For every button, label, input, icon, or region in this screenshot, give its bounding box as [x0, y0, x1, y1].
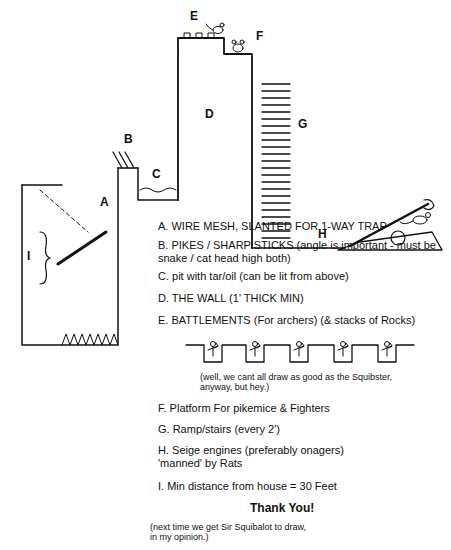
callout-letter: D [205, 108, 214, 122]
stair-step [262, 174, 290, 175]
stair-step [262, 111, 290, 112]
stair-step [262, 146, 290, 147]
stair-step [262, 83, 290, 84]
callout-letter: G [298, 118, 307, 132]
mouse-on-wall [206, 24, 213, 30]
stair-step [262, 167, 290, 168]
callout-letter: B [124, 133, 133, 147]
archer [208, 342, 218, 357]
note: A. WIRE MESH, SLANTED FOR 1-WAY TRAP [158, 220, 443, 233]
mouse-on-platform [232, 40, 244, 52]
archer [250, 343, 260, 356]
stairs [262, 84, 290, 238]
stair-step [262, 104, 290, 105]
archer [250, 342, 260, 357]
pikes [113, 152, 134, 168]
stair-step [262, 188, 290, 189]
callout-letter: E [190, 10, 198, 24]
callout-letter: I [27, 250, 30, 264]
archer [382, 342, 392, 357]
stair-step [262, 181, 290, 182]
dashed-guide [40, 190, 88, 232]
mouse-on-wall [206, 23, 224, 34]
trap-box [22, 184, 62, 186]
wire-mesh [58, 232, 106, 264]
onager [424, 200, 434, 210]
stair-step [262, 209, 290, 210]
stair-step [262, 202, 290, 203]
note: D. THE WALL (1' THICK MIN) [158, 292, 443, 305]
note: H. Seige engines (preferably onagers) 'm… [158, 444, 373, 469]
archer [385, 342, 390, 347]
stair-step [262, 118, 290, 119]
archer [208, 343, 218, 356]
stair-step [262, 216, 290, 217]
stair-step [262, 125, 290, 126]
rat [426, 213, 431, 218]
archers [208, 342, 392, 357]
thanks: Thank You! [250, 502, 370, 516]
battlement-bumps [208, 33, 214, 38]
pikes [125, 152, 134, 168]
archer [338, 342, 348, 357]
archer [253, 342, 258, 347]
stair-step [262, 195, 290, 196]
mouse-on-platform [232, 40, 236, 44]
note: C. pit with tar/oil (can be lit from abo… [158, 270, 443, 283]
note: F. Platform For pikemice & Fighters [158, 402, 443, 415]
note: I. Min distance from house = 30 Feet [158, 480, 443, 493]
stair-step [262, 97, 290, 98]
archer [211, 342, 216, 347]
aside: (well, we cant all draw as good as the S… [200, 372, 425, 393]
callout-letter: A [100, 196, 109, 210]
stair-step [262, 237, 290, 238]
battlement-bumps [184, 33, 190, 38]
mouse-on-wall [213, 27, 223, 34]
stair-step [262, 90, 290, 91]
mouse-on-platform [240, 40, 244, 44]
distance-bracket [40, 232, 50, 284]
wall [178, 38, 252, 248]
rat [413, 216, 427, 224]
trap-box [22, 168, 118, 345]
callout-letter: F [256, 30, 263, 44]
note: G. Ramp/stairs (every 2') [158, 423, 443, 436]
battlement-bumps [196, 33, 202, 38]
spike-floor [62, 334, 118, 345]
note: B. PIKES / SHARP STICKS (angle is import… [158, 239, 443, 264]
callout-letter: C [152, 168, 161, 182]
archer [341, 342, 346, 347]
note: E. BATTLEMENTS (For archers) (& stacks o… [158, 314, 443, 327]
archer [294, 343, 304, 356]
archer [297, 342, 302, 347]
tar-surface [140, 188, 176, 192]
rat [400, 221, 413, 224]
battlement-bumps [184, 33, 214, 38]
mouse-on-wall [220, 23, 224, 27]
stair-step [262, 139, 290, 140]
archer [382, 343, 392, 356]
archer [294, 342, 304, 357]
stair-step [262, 153, 290, 154]
archer [338, 343, 348, 356]
mouse-on-platform [233, 44, 243, 52]
aside: (next time we get Sir Squibalot to draw,… [150, 522, 310, 543]
stair-step [262, 132, 290, 133]
stair-step [262, 160, 290, 161]
rat [400, 213, 431, 225]
pit [138, 168, 178, 200]
trap-box [22, 168, 118, 345]
